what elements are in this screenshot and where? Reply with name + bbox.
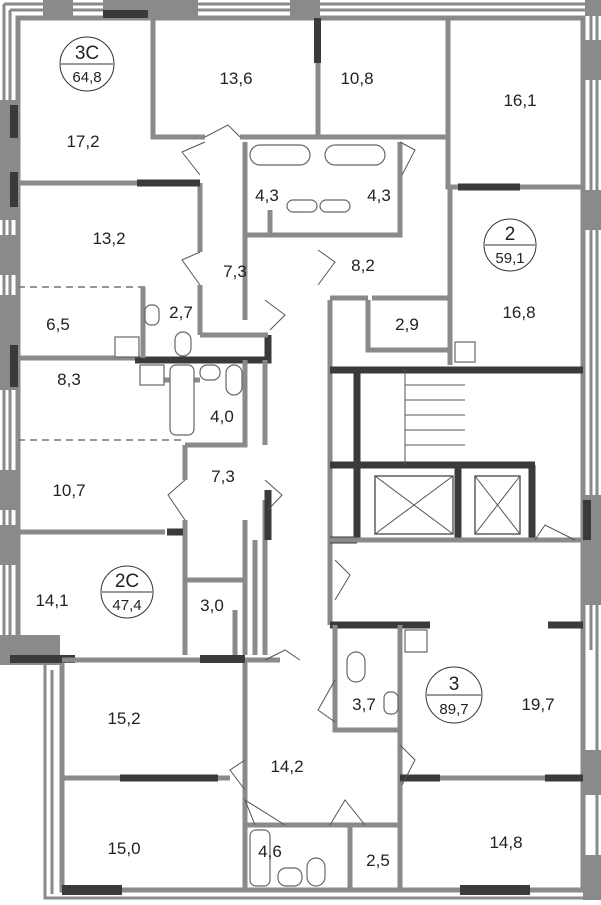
apartment-badge: 3С 64,8 [59,36,115,92]
apartment-badge: 2С 47,4 [100,565,154,619]
room-area: 3,0 [200,596,224,615]
room-area: 13,6 [219,69,252,88]
room-area: 16,1 [503,91,536,110]
room-area: 6,5 [46,315,70,334]
apartment-badge: 2 59,1 [483,218,537,272]
apartment-area: 47,4 [112,597,141,614]
room-area: 10,8 [340,69,373,88]
room-area: 14,8 [489,833,522,852]
room-area: 17,2 [66,132,99,151]
apartment-area: 64,8 [72,69,101,86]
room-area: 4,0 [210,407,234,426]
room-area: 15,2 [107,709,140,728]
room-area: 7,3 [223,262,247,281]
apartment-type: 3С [75,43,99,64]
room-labels: 17,2 13,6 10,8 16,1 4,3 4,3 13,2 7,3 8,2… [35,69,554,870]
room-area: 8,3 [57,370,81,389]
room-area: 2,9 [395,315,419,334]
plumbing-fixtures [114,144,476,887]
apartment-type: 3 [449,674,460,695]
room-area: 13,2 [92,229,125,248]
room-area: 3,7 [352,695,376,714]
room-area: 16,8 [502,303,535,322]
room-area: 2,7 [169,303,193,322]
doors [167,124,576,826]
apartment-type: 2С [115,571,139,592]
room-area: 8,2 [351,256,375,275]
apartment-area: 59,1 [495,250,524,267]
room-area: 14,2 [270,757,303,776]
apartment-type: 2 [505,224,516,245]
room-area: 19,7 [521,695,554,714]
room-area: 4,6 [258,842,282,861]
room-area: 4,3 [255,186,279,205]
room-area: 10,7 [52,481,85,500]
room-area: 14,1 [35,591,68,610]
apartment-area: 89,7 [439,701,468,718]
room-area: 7,3 [211,467,235,486]
room-area: 15,0 [107,839,140,858]
room-area: 2,5 [366,851,390,870]
room-area: 4,3 [367,186,391,205]
apartment-badge: 3 89,7 [425,666,483,724]
